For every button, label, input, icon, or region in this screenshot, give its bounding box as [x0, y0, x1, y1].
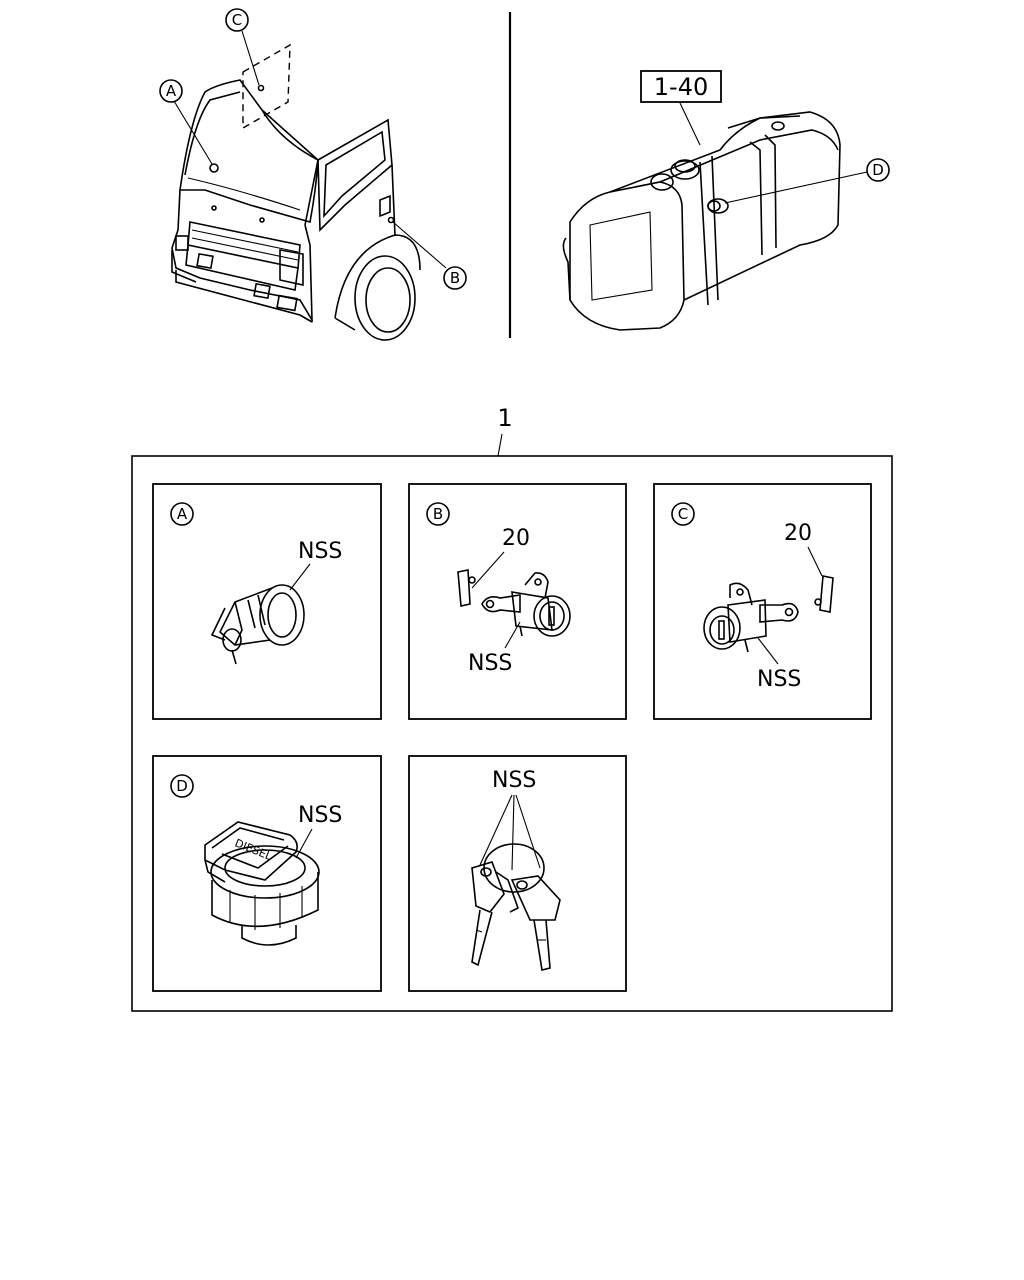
door-lock-left-part — [703, 575, 834, 653]
svg-text:NSS: NSS — [492, 768, 536, 793]
svg-text:NSS: NSS — [757, 667, 801, 692]
svg-text:A: A — [177, 505, 188, 523]
truck-cab-illustration — [171, 30, 447, 341]
fuel-cap-part: DIESEL — [204, 821, 320, 946]
callout-d: D — [866, 158, 890, 182]
svg-text:A: A — [166, 82, 177, 100]
svg-text:D: D — [176, 777, 188, 795]
assembly-frame — [131, 455, 893, 1012]
panel-keys: NSS — [408, 755, 627, 992]
panel-a: A NSS — [152, 483, 382, 720]
fuel-tank-illustration — [562, 102, 868, 331]
panel-c: C 20 NSS — [653, 483, 872, 720]
tank-reference-box: 1-40 — [640, 70, 722, 103]
callout-b: B — [443, 266, 467, 290]
assembly-number: 1 — [497, 404, 512, 432]
svg-text:20: 20 — [784, 521, 812, 546]
door-lock-right-part — [457, 569, 571, 637]
svg-text:B: B — [450, 269, 460, 287]
svg-text:C: C — [678, 505, 688, 523]
svg-text:NSS: NSS — [298, 803, 342, 828]
svg-text:NSS: NSS — [298, 539, 342, 564]
svg-text:B: B — [433, 505, 443, 523]
panel-d: D NSS DIESEL — [152, 755, 382, 992]
svg-text:C: C — [232, 11, 242, 29]
svg-text:NSS: NSS — [468, 651, 512, 676]
svg-text:1-40: 1-40 — [654, 73, 708, 101]
cap-diesel-text: DIESEL — [233, 836, 275, 863]
callout-a: A — [159, 79, 183, 103]
panel-b: B 20 NSS — [408, 483, 627, 720]
callout-c: C — [225, 8, 249, 32]
svg-text:20: 20 — [502, 526, 530, 551]
key-set-part — [471, 843, 561, 971]
svg-text:D: D — [872, 161, 884, 179]
washer-lock-part — [210, 584, 305, 665]
